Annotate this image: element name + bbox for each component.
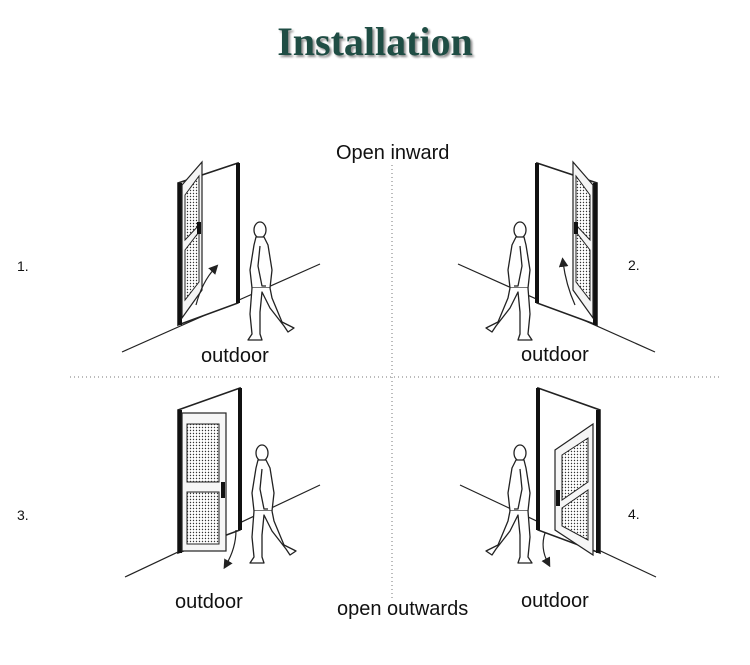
panel-3-outdoor-label: outdoor xyxy=(175,591,243,613)
panel-3-number: 3. xyxy=(17,507,29,523)
page-title: Installation xyxy=(277,19,473,64)
open-inward-caption: Open inward xyxy=(336,142,450,164)
panel-4-illustration xyxy=(459,386,657,578)
panel-4-outdoor-label: outdoor xyxy=(521,590,589,612)
panel-4-number: 4. xyxy=(628,506,640,522)
open-outwards-caption: open outwards xyxy=(337,598,469,620)
panel-2-number: 2. xyxy=(628,257,640,273)
panel-2-outdoor-label: outdoor xyxy=(521,344,589,366)
panel-2-illustration xyxy=(457,160,656,353)
panel-1-number: 1. xyxy=(17,258,29,274)
panel-1-outdoor-label: outdoor xyxy=(201,345,269,367)
panel-3-illustration xyxy=(124,386,321,578)
panel-1-illustration xyxy=(121,160,321,353)
